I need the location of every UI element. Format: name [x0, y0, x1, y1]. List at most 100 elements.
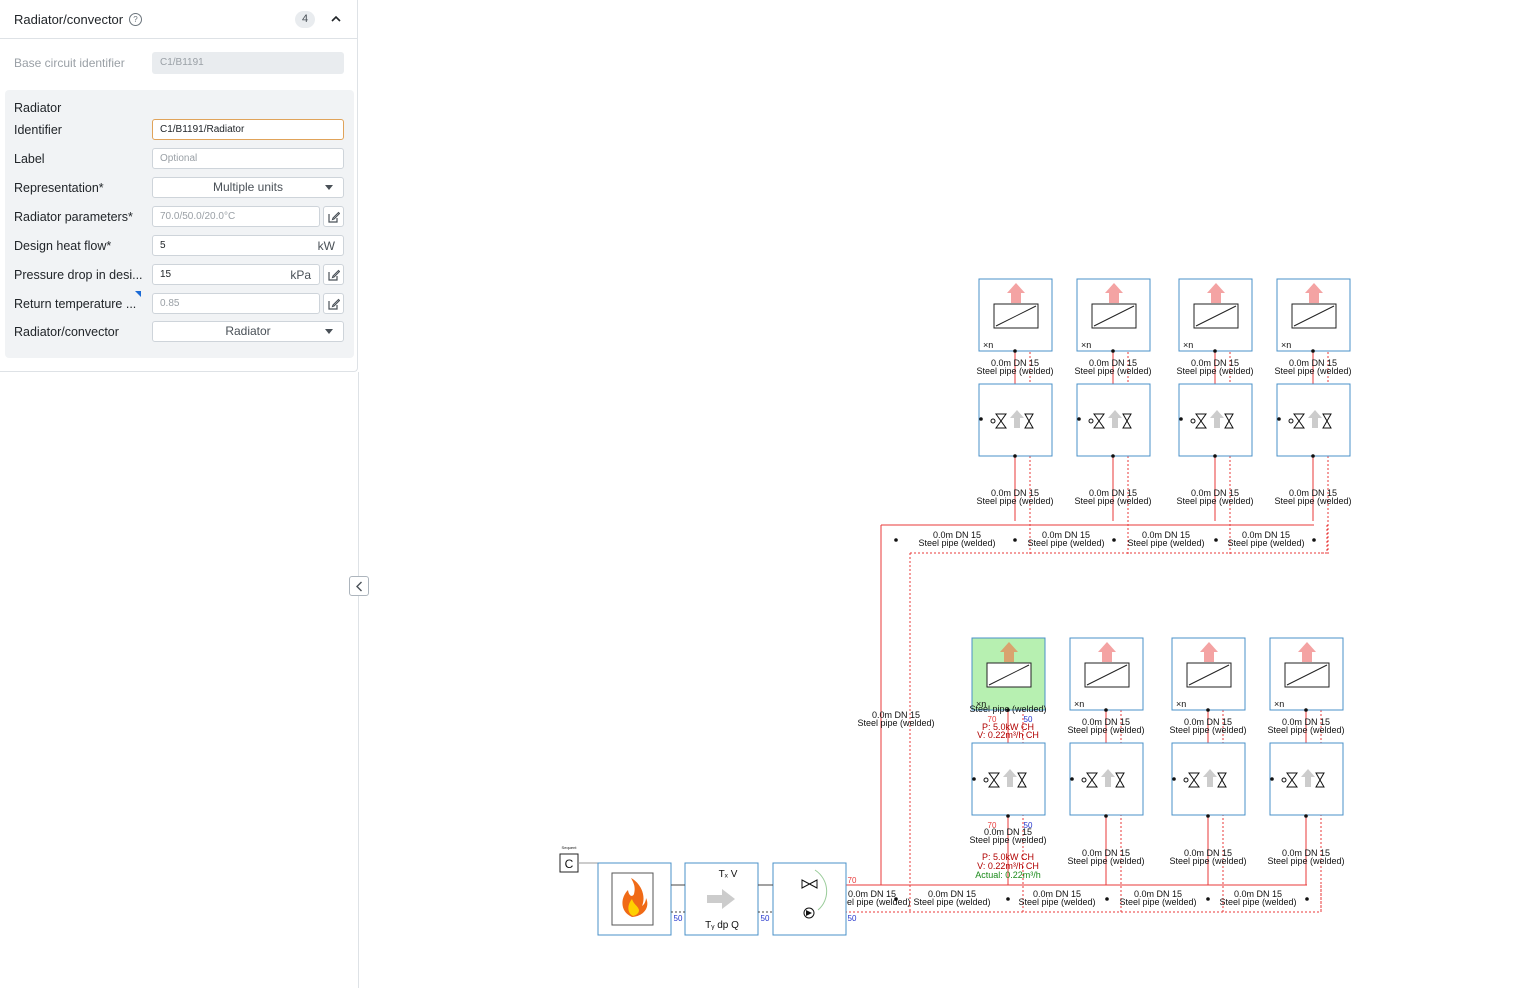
node-dot	[1104, 814, 1108, 818]
identifier-label: Identifier	[14, 123, 62, 137]
question-circle-icon[interactable]: ?	[129, 13, 142, 26]
identifier-input[interactable]: C1/B1191/Radiator	[152, 119, 344, 140]
heat-arrow-icon	[1298, 642, 1316, 662]
sensor-icon	[990, 418, 996, 424]
identifier-row: Identifier C1/B1191/Radiator	[5, 119, 354, 141]
flow-arrow-icon	[1003, 769, 1017, 787]
lower-header-pipe-label-material: Steel pipe (welded)	[1219, 897, 1296, 907]
valve-icon	[801, 879, 818, 889]
label-label: Label	[14, 152, 45, 166]
upper-radiator-pipe-label-length: 0.0m DN 15	[1289, 358, 1337, 368]
lower-header-pipe-label-material: Steel pipe (welded)	[1119, 897, 1196, 907]
radiator-parameters-label: Radiator parameters*	[14, 210, 133, 224]
upper-valve-pipe-label-length: 0.0m DN 15	[991, 488, 1039, 498]
supply-temp-label: 70	[988, 715, 997, 724]
node-dot	[1213, 349, 1217, 353]
return-temp-label: 50	[674, 914, 683, 923]
chevron-up-icon[interactable]	[327, 10, 345, 28]
node-dot	[1206, 814, 1210, 818]
lower-radiator-pipe-label-length: 0.0m DN 15	[1282, 717, 1330, 727]
radiator-unit[interactable]: ×n	[1069, 637, 1144, 711]
radiator-unit[interactable]: ×n	[1178, 278, 1253, 352]
lower-header-pipe-label-material: Steel pipe (welded)	[913, 897, 990, 907]
valve-unit[interactable]	[1178, 383, 1253, 457]
valve-unit[interactable]	[1076, 383, 1151, 457]
panel-header[interactable]: Radiator/convector ? 4	[0, 0, 357, 39]
edit-return-temperature-button[interactable]	[323, 293, 344, 314]
valve-icon	[1322, 413, 1332, 429]
actual-flow-label: Actual: 0.22m³/h	[975, 870, 1041, 880]
mixing-top-label: Tₓ V	[719, 869, 738, 880]
pressure-drop-input[interactable]: 15 kPa	[152, 264, 320, 285]
flame-core-icon	[628, 899, 639, 916]
design-heat-flow-input[interactable]: 5 kW	[152, 235, 344, 256]
upper-radiator-pipe-label-length: 0.0m DN 15	[1191, 358, 1239, 368]
radiator-diagonal	[988, 664, 1030, 686]
radiator-unit[interactable]: ×n	[978, 278, 1053, 352]
base-circuit-row: Base circuit identifier C1/B1191	[0, 52, 358, 74]
supply-temp-label: 70	[848, 876, 857, 885]
valve-icon	[1093, 413, 1105, 429]
valve-unit[interactable]	[1276, 383, 1351, 457]
node-dot	[1311, 349, 1315, 353]
design-heat-flow-label: Design heat flow*	[14, 239, 112, 253]
valve-unit[interactable]	[1269, 742, 1344, 816]
radiator-unit[interactable]: ×n	[1171, 637, 1246, 711]
boiler-unit[interactable]	[597, 862, 672, 936]
radiator-parameters-row: Radiator parameters* 70.0/50.0/20.0°C	[5, 206, 354, 228]
lower-header-pipe-label-length: 0.0m DN 15	[1234, 889, 1282, 899]
node-dot	[1111, 349, 1115, 353]
lower-radiator-pipe-label-material: Steel pipe (welded)	[1169, 725, 1246, 735]
mixing-unit[interactable]: Tₓ V Tᵧ dp Q	[684, 862, 759, 936]
upper-header-pipe-label-length: 0.0m DN 15	[1142, 530, 1190, 540]
node-dot	[1006, 708, 1010, 712]
valve-unit[interactable]	[1069, 742, 1144, 816]
unit-count-label: ×n	[1183, 340, 1193, 350]
label-input[interactable]: Optional	[152, 148, 344, 169]
flow-arrow-icon	[1308, 410, 1322, 428]
upper-radiator-pipe-label-material: Steel pipe (welded)	[976, 366, 1053, 376]
radiator-symbol-icon	[1084, 662, 1130, 688]
mixing-arrow-icon	[707, 889, 735, 909]
valve-icon	[995, 413, 1007, 429]
sensor-icon	[1088, 418, 1094, 424]
radiator-convector-select[interactable]: Radiator	[152, 321, 344, 342]
pressure-drop-row: Pressure drop in desi... 15 kPa	[5, 264, 354, 286]
radiator-unit[interactable]: ×n	[1076, 278, 1151, 352]
valve-unit[interactable]	[978, 383, 1053, 457]
upper-valve-pipe-label-material: Steel pipe (welded)	[976, 496, 1053, 506]
radiator-unit-selected[interactable]: ×n	[971, 637, 1046, 711]
valve-icon	[1122, 413, 1132, 429]
radiator-parameters-field[interactable]: 70.0/50.0/20.0°C	[152, 206, 320, 227]
pump-unit[interactable]	[772, 862, 847, 936]
representation-value: Multiple units	[212, 180, 284, 194]
valve-unit[interactable]	[971, 742, 1046, 816]
representation-row: Representation* Multiple units	[5, 177, 354, 199]
mixing-bottom-label: Tᵧ dp Q	[705, 920, 739, 931]
lower-radiator-pipe-label-length: 0.0m DN 15	[1184, 717, 1232, 727]
valve-icon	[1195, 413, 1207, 429]
pump-arrow-icon	[806, 910, 812, 916]
lower-valve-pipe-label-length: 0.0m DN 15	[1184, 848, 1232, 858]
radiator-convector-value: Radiator	[225, 324, 271, 338]
caret-down-icon	[325, 329, 333, 334]
upper-valve-pipe-label-material: Steel pipe (welded)	[1176, 496, 1253, 506]
flow-arrow-icon	[1210, 410, 1224, 428]
radiator-unit[interactable]: ×n	[1276, 278, 1351, 352]
valve-unit[interactable]	[1171, 742, 1246, 816]
sidebar-toggle-button[interactable]	[349, 576, 369, 596]
lower-header-pipe-label-length: 0.0m DN 15	[1134, 889, 1182, 899]
upper-valve-pipe-label-length: 0.0m DN 15	[1289, 488, 1337, 498]
return-temperature-field[interactable]: 0.85	[152, 293, 320, 314]
return-temperature-row: Return temperature ... 0.85	[5, 291, 354, 315]
edit-pressure-drop-button[interactable]	[323, 264, 344, 285]
radiator-unit[interactable]: ×n	[1269, 637, 1344, 711]
control-label: C	[565, 857, 574, 871]
lower-valve-pipe-label-material: Steel pipe (welded)	[1067, 856, 1144, 866]
edit-radiator-parameters-button[interactable]	[323, 206, 344, 227]
node-dot	[1213, 454, 1217, 458]
representation-select[interactable]: Multiple units	[152, 177, 344, 198]
